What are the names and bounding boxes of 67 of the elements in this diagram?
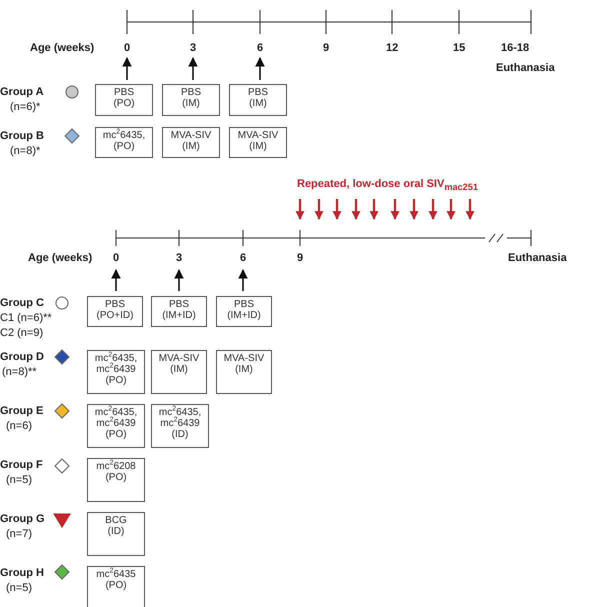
row-label: Group B bbox=[0, 130, 44, 143]
vaccine-box bbox=[95, 84, 153, 116]
row-label: (n=5) bbox=[6, 582, 32, 595]
tick-label: 9 bbox=[297, 252, 304, 265]
vaccine-box bbox=[162, 84, 220, 116]
vaccine-box bbox=[216, 350, 272, 394]
tick-label: 9 bbox=[323, 42, 330, 55]
vaccine-text: PBS (IM) bbox=[248, 87, 268, 109]
vaccine-box bbox=[87, 512, 145, 556]
tick-label: 12 bbox=[386, 42, 398, 55]
vaccine-text: mc$^{2}$6435 (PO) bbox=[96, 569, 136, 591]
row-label: Age (weeks) bbox=[30, 42, 94, 55]
tick-label: 3 bbox=[190, 42, 196, 55]
vaccine-text: mc$^{2}$6435, mc$^{2}$6439 (PO) bbox=[94, 407, 138, 440]
vaccine-text: MVA-SIV (IM) bbox=[158, 353, 200, 375]
row-label: (n=8)** bbox=[2, 366, 37, 379]
vaccine-text: BCG (ID) bbox=[105, 515, 127, 537]
tick-label: 3 bbox=[176, 252, 182, 265]
row-label: Euthanasia bbox=[496, 62, 555, 75]
tick-label: 0 bbox=[124, 42, 130, 55]
row-label: C1 (n=6)** bbox=[0, 312, 52, 325]
vaccine-box bbox=[151, 404, 209, 448]
vaccine-text: MVA-SIV (IM) bbox=[224, 353, 264, 375]
row-label: (n=8)* bbox=[10, 145, 40, 158]
vaccine-text: mc$^{2}$6435, (PO) bbox=[102, 130, 146, 152]
row-label: Euthanasia bbox=[508, 252, 567, 265]
row-label: Age (weeks) bbox=[28, 252, 92, 265]
challenge-label: Repeated, low-dose oral SIV$_{mac251}$ bbox=[297, 178, 478, 194]
row-label: (n=5) bbox=[6, 474, 32, 487]
vaccine-text: PBS (PO) bbox=[113, 87, 135, 109]
vaccine-text: PBS (PO+ID) bbox=[96, 299, 134, 321]
vaccine-box bbox=[87, 350, 145, 394]
vaccine-box bbox=[151, 350, 207, 394]
row-label: Group F bbox=[0, 459, 43, 472]
row-label: Group D bbox=[0, 351, 44, 364]
vaccine-text: MVA-SIV (IM) bbox=[170, 130, 212, 152]
tick-label: 6 bbox=[240, 252, 246, 265]
vaccine-text: PBS (IM+ID) bbox=[227, 299, 261, 321]
vaccine-box bbox=[151, 296, 207, 327]
vaccine-box bbox=[95, 127, 153, 158]
row-label: (n=7) bbox=[6, 528, 32, 541]
vaccine-text: mc$^{2}$6435, mc$^{2}$6439 (ID) bbox=[158, 407, 202, 440]
vaccine-box bbox=[229, 127, 287, 158]
vaccine-text: MVA-SIV (IM) bbox=[238, 130, 278, 152]
tick-label: 0 bbox=[113, 252, 120, 265]
vaccine-box bbox=[87, 404, 145, 448]
vaccine-box bbox=[87, 458, 145, 502]
vaccine-text: mc$^{2}$6435, mc$^{2}$6439 (PO) bbox=[94, 353, 138, 386]
row-label: (n=6)* bbox=[10, 101, 40, 114]
vaccine-text: PBS (IM) bbox=[180, 87, 201, 109]
row-label: C2 (n=9) bbox=[0, 327, 44, 340]
row-label: Group G bbox=[0, 513, 45, 526]
vaccine-text: PBS (IM+ID) bbox=[162, 299, 196, 321]
tick-label: 6 bbox=[257, 42, 264, 55]
vaccine-box bbox=[87, 296, 143, 327]
vaccine-box bbox=[162, 127, 220, 158]
tick-label: 15 bbox=[453, 42, 466, 55]
row-label: Group C bbox=[0, 297, 44, 310]
vaccine-box bbox=[87, 566, 145, 607]
row-label: Group A bbox=[0, 86, 44, 99]
row-label: (n=6) bbox=[6, 420, 32, 433]
vaccine-text: mc$^{2}$6208 (PO) bbox=[96, 461, 136, 483]
tick-label: 16-18 bbox=[501, 42, 530, 55]
vaccine-box bbox=[216, 296, 272, 327]
row-label: Group E bbox=[0, 405, 44, 418]
vaccine-box bbox=[229, 84, 287, 116]
row-label: Group H bbox=[0, 567, 44, 580]
